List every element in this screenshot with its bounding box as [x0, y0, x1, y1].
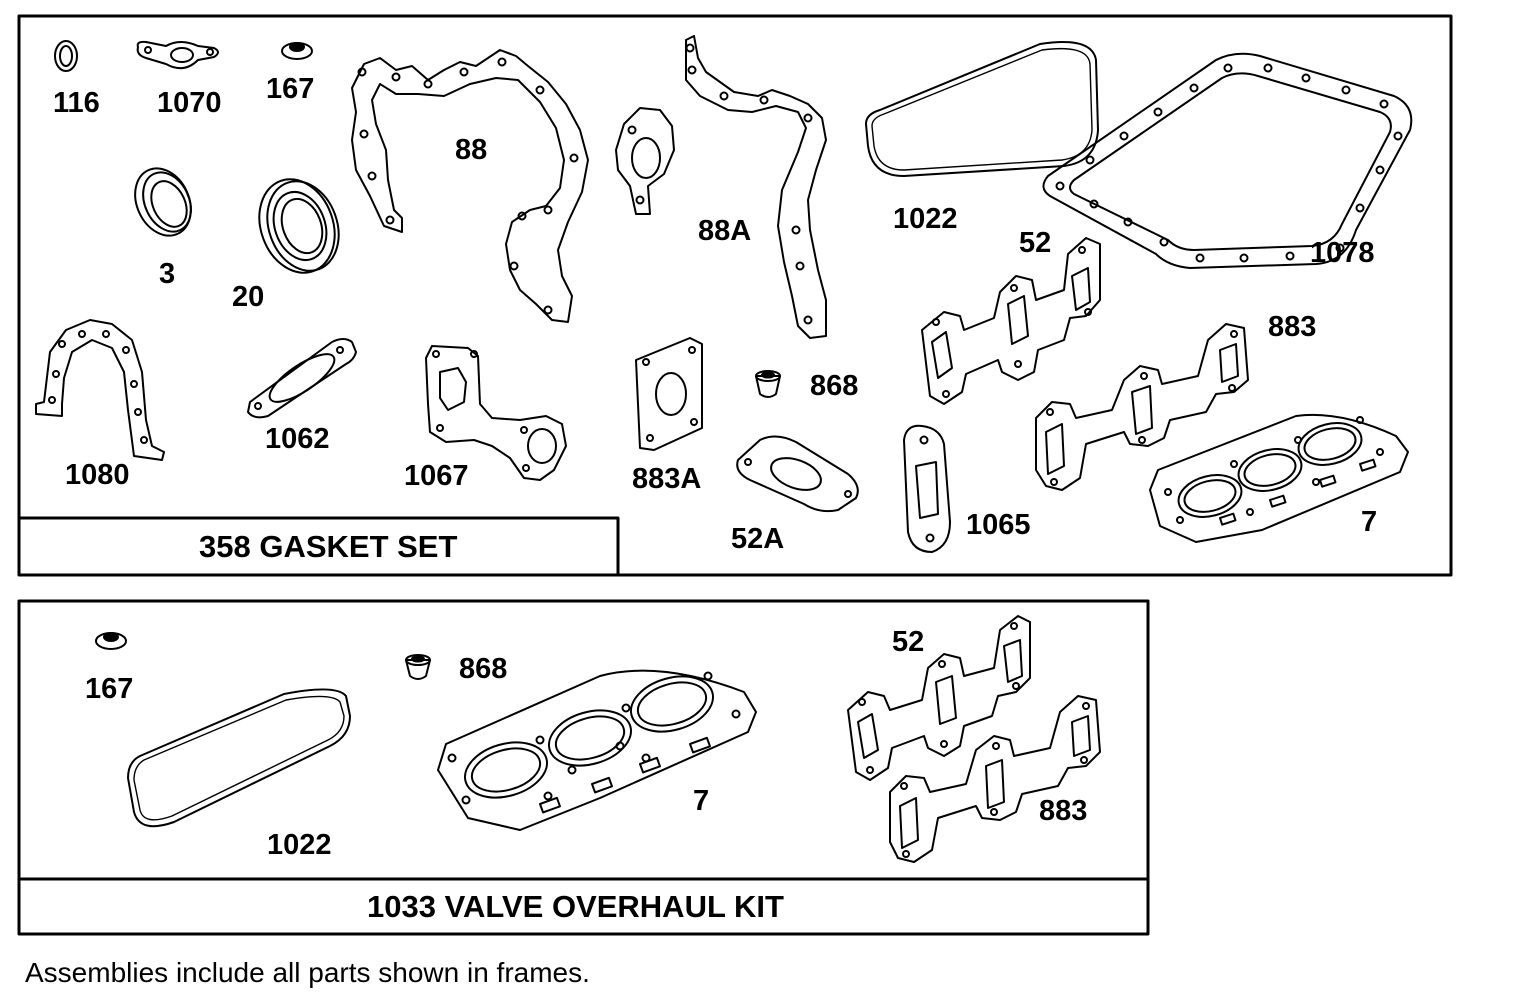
- oil-seal-20-drawing: [258, 178, 340, 274]
- label-1062: 1062: [265, 423, 330, 455]
- label-1070: 1070: [157, 87, 222, 119]
- label-1022: 1022: [893, 203, 958, 235]
- gasket-set-frame: [17, 14, 1453, 577]
- valve-kit-frame: [17, 599, 1150, 936]
- kit-label-7: 7: [693, 785, 709, 817]
- label-1080: 1080: [65, 459, 130, 491]
- stem-seal-868-drawing: [755, 370, 781, 398]
- head-gasket-7-drawing: [1149, 413, 1409, 543]
- label-1065: 1065: [966, 509, 1031, 541]
- exhaust-gasket-1065-drawing: [903, 424, 951, 553]
- head-gasket-7-kit-drawing: [437, 669, 757, 831]
- manifold-gasket-52-kit-drawing: [847, 615, 1031, 781]
- kit-label-167: 167: [85, 673, 133, 705]
- seal-167-kit-drawing: [95, 632, 127, 650]
- label-88a: 88A: [698, 215, 751, 247]
- stem-seal-868-kit-drawing: [405, 654, 431, 680]
- gasket-883a-drawing: [635, 337, 703, 451]
- oil-pan-gasket-1078-drawing: [1042, 52, 1413, 269]
- label-868: 868: [810, 370, 858, 402]
- gasket-1062-drawing: [247, 338, 357, 419]
- label-116: 116: [53, 87, 100, 119]
- gasket-1067-drawing: [425, 345, 567, 481]
- label-1078: 1078: [1310, 237, 1375, 269]
- manifold-gasket-883-kit-drawing: [889, 695, 1101, 863]
- kit-label-52: 52: [892, 626, 924, 658]
- label-52a: 52A: [731, 523, 784, 555]
- kit-label-883: 883: [1039, 795, 1087, 827]
- label-88: 88: [455, 134, 487, 166]
- label-7: 7: [1361, 506, 1377, 538]
- cover-gasket-1022-drawing: [865, 41, 1099, 177]
- label-3: 3: [159, 258, 175, 290]
- gasket-set-title: 358 GASKET SET: [199, 529, 457, 564]
- seal-167-drawing: [281, 42, 313, 60]
- cover-gasket-1022-kit-drawing: [127, 688, 351, 828]
- valve-kit-title: 1033 VALVE OVERHAUL KIT: [367, 889, 784, 924]
- manifold-gasket-883-drawing: [1035, 323, 1249, 491]
- gasket-52a-drawing: [736, 435, 859, 513]
- gasket-1070-drawing: [136, 40, 219, 70]
- label-883: 883: [1268, 311, 1316, 343]
- cover-gasket-88a-drawing: [615, 35, 827, 339]
- label-167: 167: [266, 73, 314, 105]
- seal-3-drawing: [134, 167, 192, 237]
- footnote: Assemblies include all parts shown in fr…: [25, 957, 590, 988]
- kit-label-868: 868: [459, 653, 507, 685]
- label-52: 52: [1019, 227, 1051, 259]
- label-1067: 1067: [404, 460, 469, 492]
- kit-label-1022: 1022: [267, 829, 332, 861]
- o-ring-116-drawing: [54, 40, 78, 72]
- retainer-gasket-1080-drawing: [35, 319, 165, 461]
- manifold-gasket-52-drawing: [921, 237, 1101, 405]
- label-20: 20: [232, 281, 264, 313]
- cover-gasket-88-drawing: [351, 49, 589, 323]
- label-883a: 883A: [632, 463, 701, 495]
